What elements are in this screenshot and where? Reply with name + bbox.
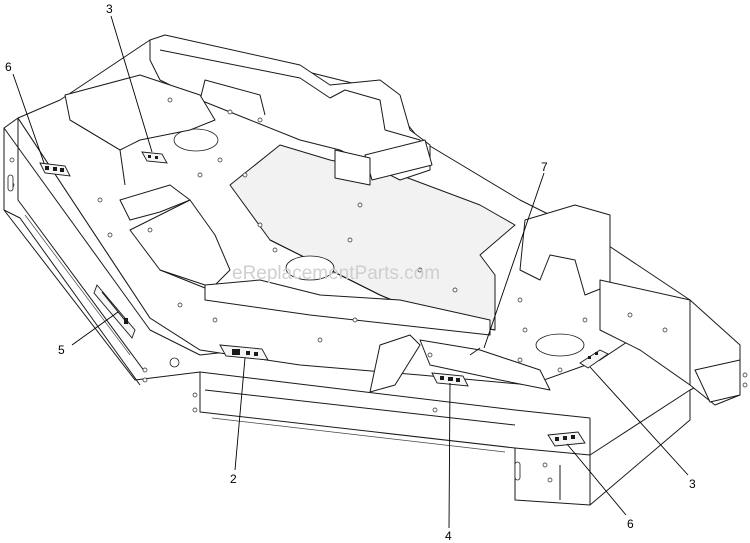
callout-7: 7	[541, 160, 548, 174]
callout-2: 2	[230, 472, 237, 486]
decal-2	[219, 344, 269, 361]
callout-5: 5	[58, 343, 65, 357]
right-bracket	[519, 204, 741, 406]
rear-frame	[149, 34, 433, 186]
decal-4	[431, 372, 469, 387]
callout-6-left: 6	[5, 60, 12, 74]
watermark-text: eReplacementParts.com	[232, 263, 440, 284]
leader-lines	[12, 15, 689, 529]
callout-3-right: 3	[689, 477, 696, 491]
front-baffle-7	[369, 334, 551, 393]
callout-6-right: 6	[627, 517, 634, 531]
decal-3-left	[141, 151, 168, 164]
decal-6-right	[547, 431, 586, 447]
decal-6-left	[39, 162, 71, 177]
callout-3-top: 3	[106, 2, 113, 16]
side-slots	[7, 174, 521, 481]
callout-4: 4	[445, 529, 452, 543]
decal-5	[93, 284, 136, 339]
decal-3-right	[579, 349, 609, 369]
